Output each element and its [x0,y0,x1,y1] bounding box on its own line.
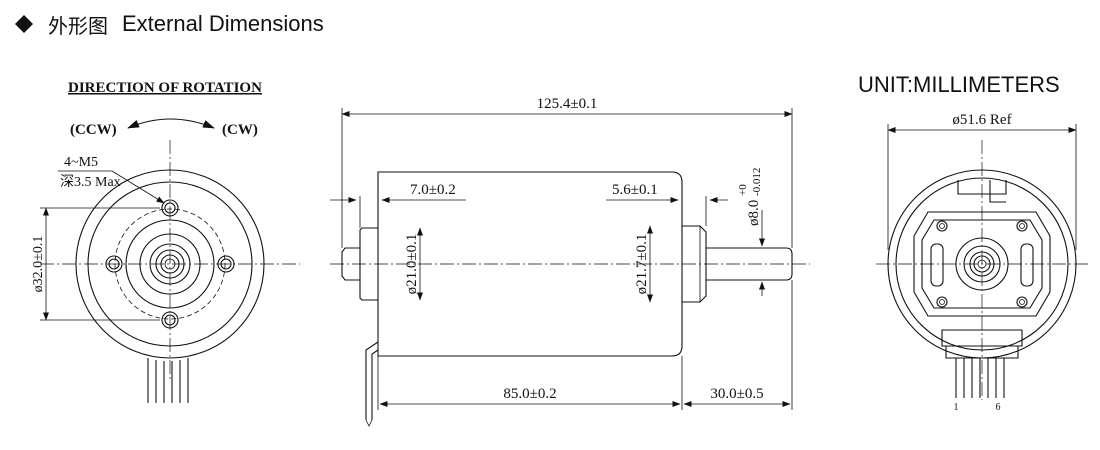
ccw-label: (CCW) [70,122,117,138]
thread-spec: 4~M5 [64,155,98,170]
cw-label: (CW) [222,122,258,138]
rotation-arrow-icon [127,118,215,129]
shaft-circle [160,254,180,274]
rear-step-dim: 7.0±0.2 [410,182,456,198]
shaft-length-dim: 30.0±0.5 [710,386,763,402]
side-view: 125.4±0.1 7.0±0.2 5.6±0.1 ø8.0 +0 -0.012… [330,96,810,427]
pin-1-label: 1 [954,402,959,413]
unit-label: UNIT:MILLIMETERS [858,72,1060,97]
overall-length-dim: 125.4±0.1 [537,96,598,112]
shaft-tolerance-lower: -0.012 [751,168,763,196]
motor-body-outline [377,171,683,357]
pin-6-label: 6 [996,402,1001,413]
shaft-tolerance-upper: +0 [737,184,749,196]
depth-spec: 深3.5 Max [60,174,121,190]
lead-wires [147,358,189,403]
rotation-title: DIRECTION OF ROTATION [68,80,262,96]
mount-circle-diameter: ø32.0±0.1 [31,236,46,293]
outer-diameter-dim: ø51.6 Ref [952,112,1011,128]
front-boss-dim: ø21.7±0.1 [634,234,650,295]
diamond-bullet-icon [15,15,33,33]
motor-housing-outline [75,169,265,359]
rear-view: ø51.6 Ref [876,112,1090,413]
rear-lead-wires [955,358,1005,398]
body-length-dim: 85.0±0.2 [503,386,556,402]
front-step-dim: 5.6±0.1 [612,182,658,198]
title-english: External Dimensions [122,11,324,36]
title-chinese: 外形图 [48,13,108,38]
section-header: 外形图 External Dimensions [14,8,324,40]
rear-housing-outline [887,169,1077,359]
output-shaft [706,247,793,281]
mounting-holes [105,199,235,329]
rear-boss-dim: ø21.0±0.1 [404,234,420,295]
shaft-diameter-dim: ø8.0 [746,200,762,226]
front-view: DIRECTION OF ROTATION (CCW) (CW) [31,80,300,403]
